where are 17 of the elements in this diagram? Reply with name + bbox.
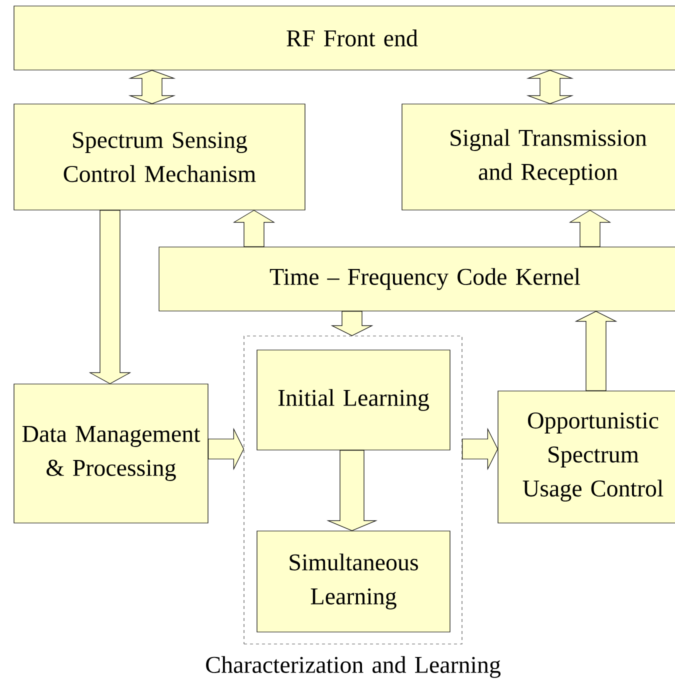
- block-arrow: [88, 210, 132, 384]
- group-caption: Characterization and Learning: [206, 656, 501, 678]
- process-box: Simultaneous Learning: [256, 530, 450, 632]
- process-box: Signal Transmission and Reception: [402, 104, 675, 210]
- block-arrow: [574, 310, 618, 391]
- process-box: Initial Learning: [256, 350, 450, 450]
- block-arrow: [326, 450, 378, 532]
- block-arrow: [232, 210, 276, 247]
- process-box: Opportunistic Spectrum Usage Control: [498, 390, 675, 524]
- process-box: RF Front end: [14, 6, 675, 70]
- block-arrow: [462, 428, 498, 470]
- block-arrow: [330, 311, 374, 336]
- process-box: Spectrum Sensing Control Mechanism: [14, 104, 306, 210]
- block-arrow: [208, 428, 244, 470]
- process-box: Data Management & Processing: [14, 384, 208, 524]
- block-arrow: [568, 210, 612, 247]
- process-box: Time – Frequency Code Kernel: [158, 246, 675, 312]
